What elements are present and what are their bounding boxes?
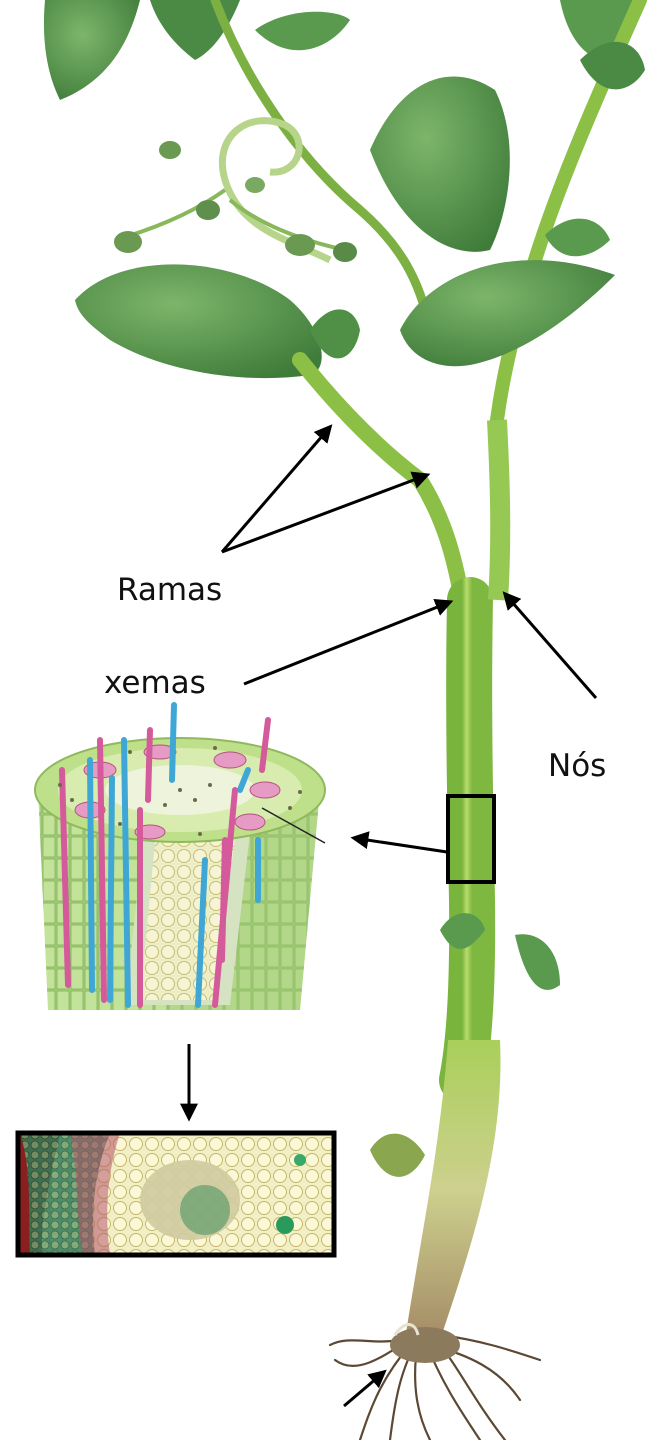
label-nodes: Nós [548, 751, 606, 782]
stem-base [405, 1040, 500, 1340]
arrow-to-cross-section [354, 838, 447, 852]
main-stem-right [497, 420, 500, 600]
arrow-nos [505, 594, 596, 698]
basal-leaf [370, 1134, 425, 1177]
left-branch-stem [300, 360, 462, 600]
leaf-big-right [400, 260, 615, 366]
label-branches: Ramas [117, 575, 222, 606]
root-crown [390, 1327, 460, 1363]
stem-micrograph [18, 1133, 334, 1255]
micrograph-bundle-core [180, 1185, 230, 1235]
leaf-small-top [255, 12, 350, 50]
arrow-ramas-lower [222, 475, 427, 552]
arrow-xemas [244, 602, 450, 684]
stem-cross-section [35, 705, 325, 1010]
label-buds: xemas [104, 668, 206, 699]
arrow-to-root [344, 1372, 384, 1406]
curled-shoot [222, 121, 330, 260]
micrograph-cell-a [276, 1216, 294, 1234]
leaf-big-left [75, 264, 322, 378]
leaf-top-left [44, 0, 140, 100]
main-stem [462, 600, 472, 1080]
leaf-upper-right [370, 77, 510, 252]
leaf-right-mid [545, 219, 610, 257]
leaf-lower-right [515, 934, 560, 990]
micrograph-cell-b [294, 1154, 306, 1166]
